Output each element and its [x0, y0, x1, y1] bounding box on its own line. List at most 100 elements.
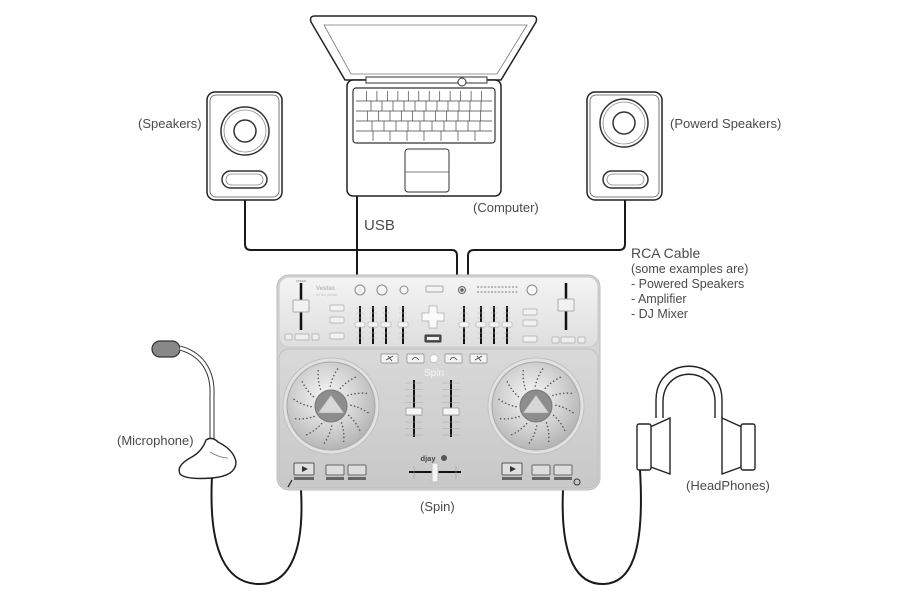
jog-dot — [331, 378, 334, 380]
deck-center-buttons[interactable] — [380, 353, 488, 364]
jog-dot — [309, 416, 312, 419]
jog-dot — [559, 392, 561, 395]
jog-dot — [530, 438, 533, 441]
eq-fader-cap — [397, 321, 409, 328]
jog-dot — [570, 392, 573, 395]
jog-dot — [508, 384, 510, 387]
loop-buttons-left[interactable] — [329, 304, 345, 340]
jog-dot — [354, 392, 356, 395]
automix-button[interactable] — [425, 285, 444, 293]
jog-dot — [548, 436, 550, 439]
loop-buttons-right[interactable] — [522, 308, 538, 343]
speaker-right — [586, 91, 663, 201]
jog-dot — [552, 394, 554, 397]
jog-dot — [522, 369, 525, 372]
jog-dot — [560, 422, 562, 425]
mic-pitch-knob[interactable] — [376, 284, 388, 296]
jog-dot — [503, 418, 506, 420]
jog-dot — [336, 368, 339, 370]
headphone-jack-icon — [573, 478, 581, 486]
sync-buttons-left[interactable] — [284, 333, 320, 341]
pitch-fader-left[interactable]: SPEED — [292, 279, 310, 330]
jog-dot — [534, 385, 537, 387]
jog-dot — [342, 384, 344, 387]
cue-button-left — [325, 464, 345, 476]
djay-logo: djay — [420, 454, 436, 463]
svg-text:SPEED: SPEED — [296, 279, 307, 283]
jog-dot — [520, 427, 523, 430]
mic-onoff-button[interactable] — [399, 285, 409, 295]
jog-wheel-left[interactable] — [282, 357, 380, 455]
label-usb: USB — [364, 217, 395, 234]
jog-dot — [536, 378, 539, 380]
headphone-cable — [561, 469, 642, 586]
woofer-cone — [233, 119, 257, 143]
power-button — [457, 77, 467, 87]
eq-fader-cap — [354, 321, 366, 328]
eq-faders-right[interactable] — [458, 306, 513, 344]
rca-note-item: - Powered Speakers — [631, 277, 745, 291]
eq-fader-cap — [367, 321, 379, 328]
rca-note-title: RCA Cable — [631, 245, 701, 261]
cue-headphone-right — [444, 353, 463, 364]
jog-dot — [539, 371, 542, 374]
jog-wheel-right[interactable] — [487, 357, 585, 455]
pitch-fader-right[interactable] — [557, 283, 575, 330]
jog-dot — [354, 376, 356, 379]
jog-dot — [357, 406, 359, 409]
jog-dot — [334, 371, 337, 374]
jog-dot — [350, 417, 353, 419]
rca-note-subtitle: (some examples are) — [631, 262, 749, 276]
transport-right[interactable] — [501, 462, 581, 486]
jog-dot — [512, 390, 515, 393]
jog-dot — [552, 414, 555, 417]
jog-dot — [555, 378, 558, 380]
jog-dot — [303, 403, 305, 406]
cue-button-right — [531, 464, 551, 476]
navigation-dpad[interactable] — [421, 305, 445, 329]
jog-dot — [367, 411, 369, 414]
output-knob[interactable] — [526, 284, 538, 296]
jog-dot — [347, 414, 350, 417]
jog-dot — [523, 425, 525, 428]
mic-base — [178, 437, 237, 480]
sync-buttons-right[interactable] — [551, 336, 586, 344]
shift-button[interactable] — [424, 334, 442, 343]
eq-fader-cap — [380, 321, 392, 328]
jog-dot — [547, 384, 549, 387]
speaker-left — [206, 91, 283, 201]
mic-vol-knob[interactable] — [354, 284, 366, 296]
jog-dot — [342, 432, 345, 435]
rca-cable-note: RCA Cable (some examples are) - Powered … — [631, 245, 748, 322]
jog-dot — [317, 369, 320, 372]
jog-dot — [341, 425, 344, 428]
jog-dot — [558, 405, 561, 407]
jog-dot — [545, 422, 548, 424]
jog-dot — [522, 377, 525, 380]
eq-faders-left[interactable] — [354, 306, 409, 344]
jog-dot — [343, 436, 345, 439]
jog-dot — [544, 387, 547, 390]
jog-dot — [298, 418, 301, 420]
jog-dot — [320, 422, 323, 425]
model-name: Spin — [424, 368, 444, 379]
channel-faders[interactable] — [405, 380, 460, 437]
headphones — [636, 365, 756, 475]
jog-dot — [358, 429, 361, 431]
jog-dot — [302, 417, 305, 420]
rca-note-item: - DJ Mixer — [631, 307, 688, 321]
crossfader[interactable] — [409, 462, 461, 483]
jog-dot — [330, 425, 333, 427]
eq-fader-cap — [488, 321, 500, 328]
jog-dot — [306, 433, 308, 436]
jog-dot — [546, 425, 549, 428]
rec-button[interactable] — [458, 286, 466, 294]
jog-dot — [301, 381, 304, 383]
jog-dot — [523, 384, 526, 387]
transport-left[interactable] — [287, 462, 367, 488]
jog-dot — [307, 390, 310, 393]
mic-head — [151, 340, 181, 358]
jog-dot — [361, 392, 364, 394]
center-dot — [429, 354, 439, 363]
